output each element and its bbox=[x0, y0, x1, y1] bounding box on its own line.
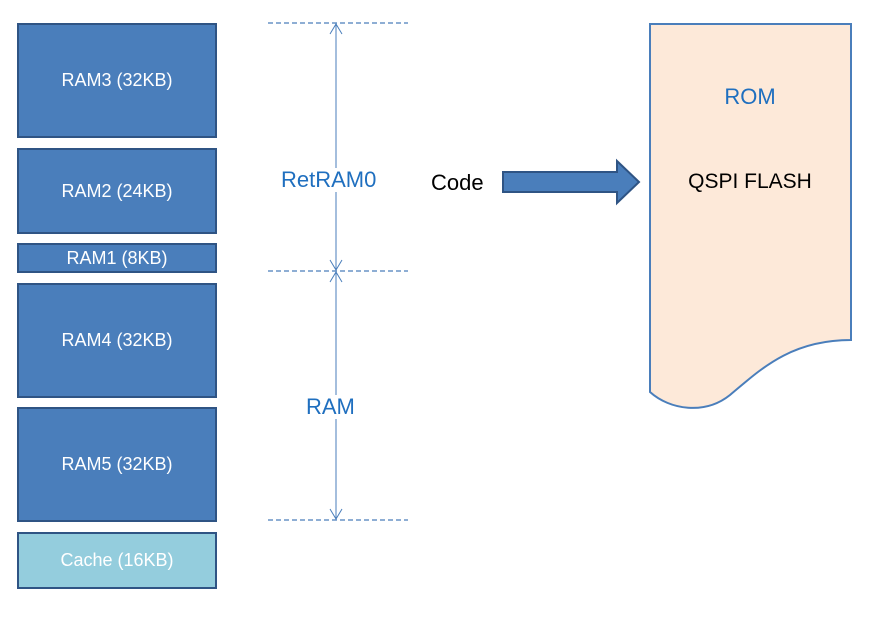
ram3-label: RAM3 (32KB) bbox=[61, 70, 173, 90]
ram-region-label: RAM bbox=[304, 394, 357, 420]
ram2-block: RAM2 (24KB) bbox=[17, 148, 217, 234]
ram-arrowhead-bottom bbox=[329, 508, 343, 520]
retram-arrowhead-top bbox=[329, 23, 343, 35]
code-label: Code bbox=[431, 170, 484, 195]
ram4-block: RAM4 (32KB) bbox=[17, 283, 217, 398]
retram-arrowhead-bottom bbox=[329, 259, 343, 271]
ram5-block: RAM5 (32KB) bbox=[17, 407, 217, 522]
cache-label: Cache (16KB) bbox=[60, 550, 174, 570]
retram0-region-label: RetRAM0 bbox=[279, 167, 379, 193]
code-arrow-icon bbox=[502, 158, 641, 206]
rom-subtitle: QSPI FLASH bbox=[688, 170, 812, 193]
rom-title: ROM bbox=[724, 84, 776, 109]
ram2-label: RAM2 (24KB) bbox=[61, 180, 173, 201]
ram-arrowhead-top bbox=[329, 271, 343, 283]
ram5-label: RAM5 (32KB) bbox=[61, 454, 173, 474]
ram1-label: RAM1 (8KB) bbox=[66, 247, 168, 268]
ram3-block: RAM3 (32KB) bbox=[17, 23, 217, 138]
ram1-block: RAM1 (8KB) bbox=[17, 243, 217, 273]
rom-document-shape bbox=[649, 23, 852, 409]
ram4-label: RAM4 (32KB) bbox=[61, 330, 173, 350]
cache-block: Cache (16KB) bbox=[17, 532, 217, 589]
